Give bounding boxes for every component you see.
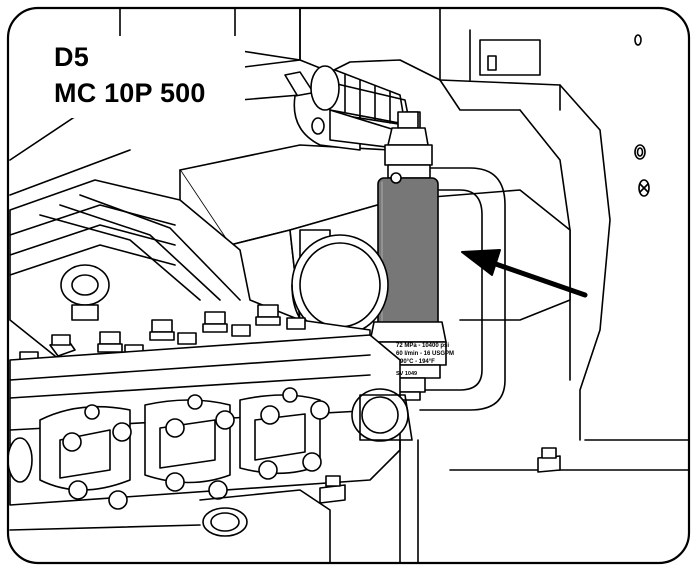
pointer-arrow-icon [461,249,588,298]
bolt-1 [49,334,76,357]
outlet-fitting [351,388,419,563]
valve-text-line3: 90°C - 194°F [400,359,435,365]
base-mounting [9,447,561,563]
bolt-8 [177,332,197,345]
pressure-gauge [291,234,389,339]
valve-part-number: SV 1049 [396,371,417,377]
valve-text-line2: 60 l/min - 16 USGPM [396,351,454,357]
label-backdrop [45,36,245,118]
inlet-filter [284,65,421,151]
bolt-2 [97,331,123,353]
right-fasteners [634,34,650,197]
pump-manifold [8,334,401,510]
figure-frame [6,6,691,565]
bolt-9 [231,324,251,337]
bolt-6 [286,317,306,330]
bolt-4 [202,311,228,333]
bolt-3 [149,319,175,341]
valve-text-line1: 72 MPa - 10400 psi [396,343,449,349]
valve-markings: 72 MPa - 10400 psi 60 l/min - 16 USGPM 9… [396,343,454,377]
head-bolts [19,304,306,364]
bolt-5 [255,304,281,326]
figure-code: D5 [54,42,89,72]
machine-housing [9,8,689,471]
machine-model: MC 10P 500 [54,78,206,108]
